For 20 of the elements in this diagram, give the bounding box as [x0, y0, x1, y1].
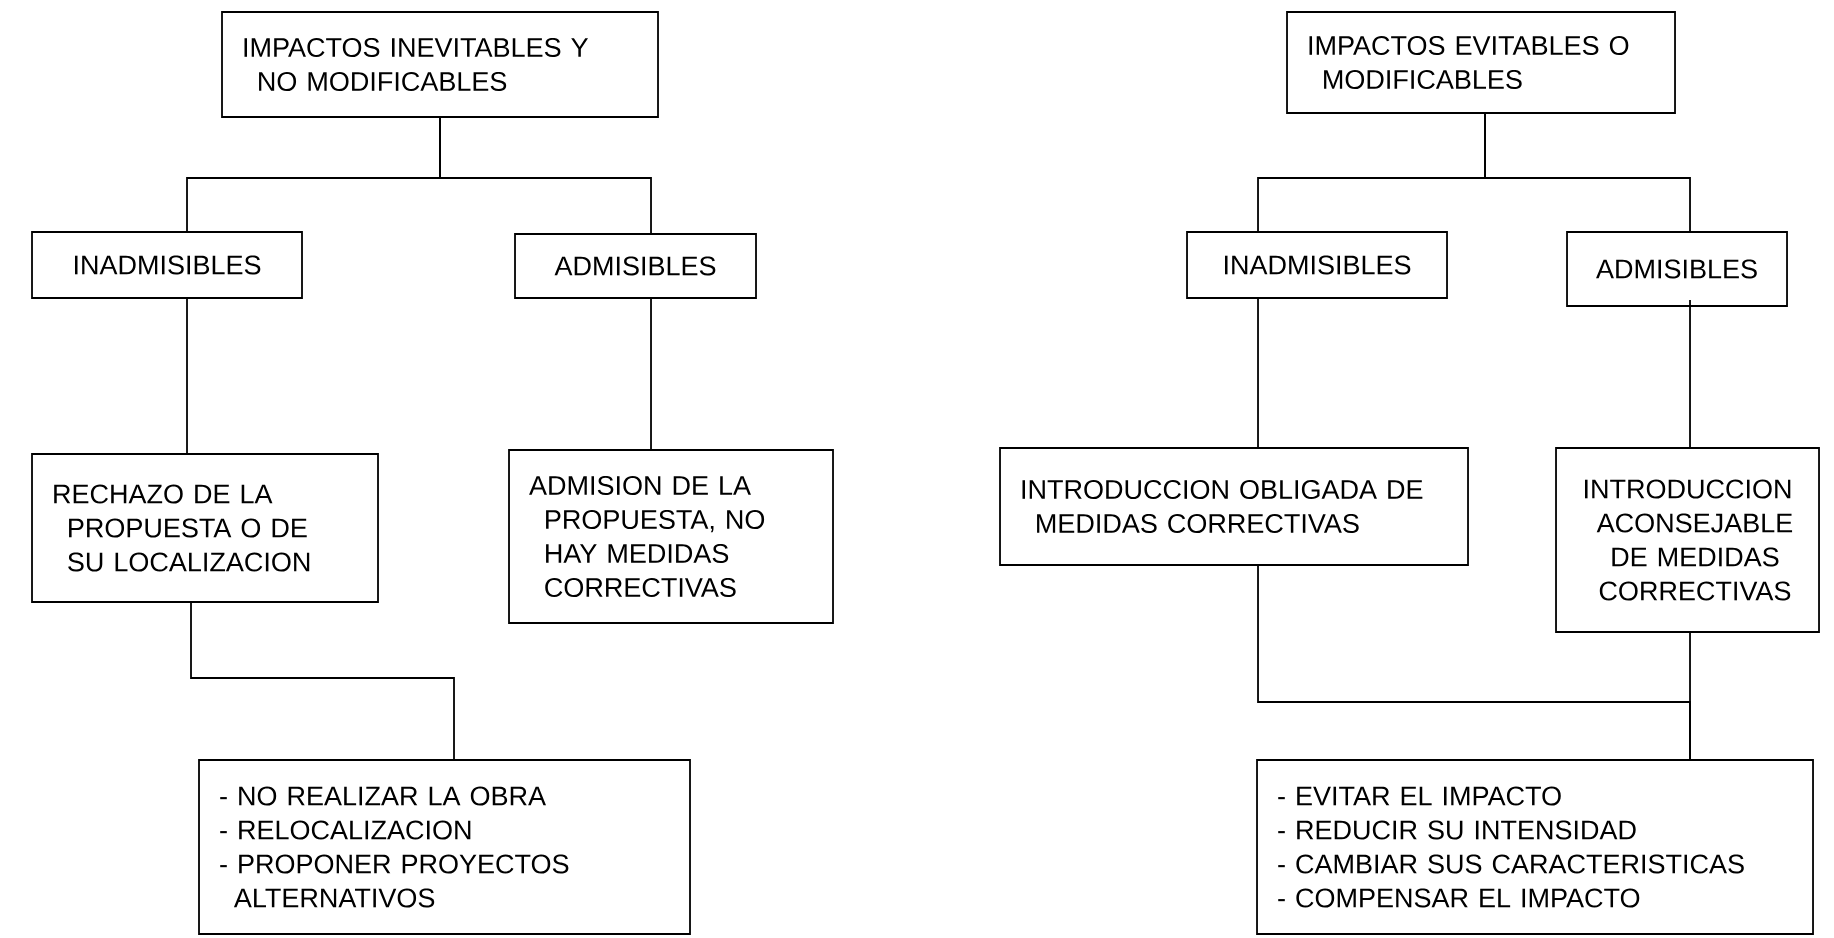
process-box: - NO REALIZAR LA OBRA - RELOCALIZACION - PROPONER PROYECTOS ALTERNATIVOS	[198, 759, 691, 935]
process-box: ADMISIBLES	[1566, 231, 1788, 307]
process-box: ADMISION DE LA PROPUESTA, NO HAY MEDIDAS CORRECTIVAS	[508, 449, 834, 624]
process-box: INADMISIBLES	[1186, 231, 1448, 299]
connector-line	[1689, 299, 1691, 448]
process-box: INTRODUCCION OBLIGADA DE MEDIDAS CORRECTIVAS	[999, 447, 1469, 566]
process-box: IMPACTOS EVITABLES O MODIFICABLES	[1286, 11, 1676, 114]
connector-line	[186, 298, 188, 454]
process-box: INADMISIBLES	[31, 231, 303, 299]
process-box: IMPACTOS INEVITABLES Y NO MODIFICABLES	[221, 11, 659, 118]
connector-line	[650, 298, 652, 450]
process-box: ADMISIBLES	[514, 233, 757, 299]
connector-line	[1484, 113, 1691, 232]
process-box: INTRODUCCION ACONSEJABLE DE MEDIDAS CORRECTIVAS	[1555, 447, 1820, 633]
connector-line	[190, 602, 455, 760]
connector-line	[1257, 298, 1259, 448]
process-box: - EVITAR EL IMPACTO - REDUCIR SU INTENSIDAD - CAMBIAR SUS CARACTERISTICAS - COMPENSAR EL IMPACTO	[1256, 759, 1814, 935]
connector-line	[1689, 632, 1691, 760]
connector-line	[439, 117, 652, 234]
process-box: RECHAZO DE LA PROPUESTA O DE SU LOCALIZACION	[31, 453, 379, 603]
